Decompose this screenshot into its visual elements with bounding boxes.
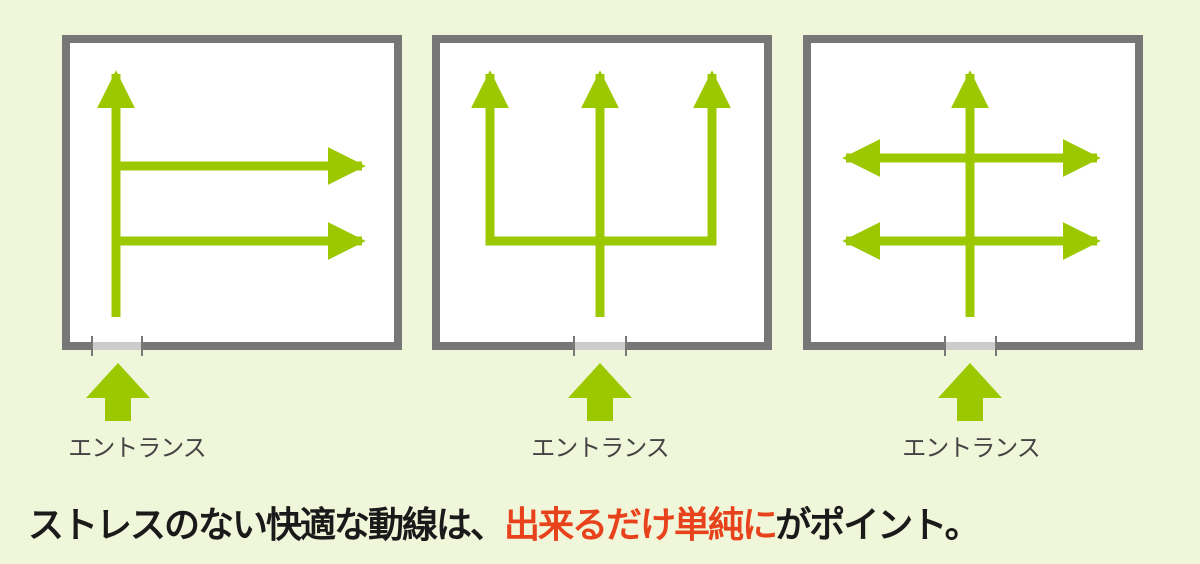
entrance-label: エントランス: [68, 434, 207, 462]
entrance-arrow-icon: [86, 363, 150, 421]
caption-part2: がポイント。: [775, 505, 980, 546]
panel-3: [803, 35, 1143, 421]
caption: ストレスのない快適な動線は、出来るだけ単純にがポイント。: [28, 496, 981, 548]
entrance-label: エントランス: [902, 434, 1041, 462]
caption-highlight: 出来るだけ単純に: [504, 505, 777, 546]
entrance-arrow-icon: [938, 363, 1002, 421]
panel-1: [62, 35, 402, 421]
panel-2: [432, 35, 772, 421]
caption-part1: ストレスのない快適な動線は、: [28, 505, 506, 546]
entrance-arrow-icon: [568, 363, 632, 421]
entrance-label: エントランス: [531, 434, 670, 462]
